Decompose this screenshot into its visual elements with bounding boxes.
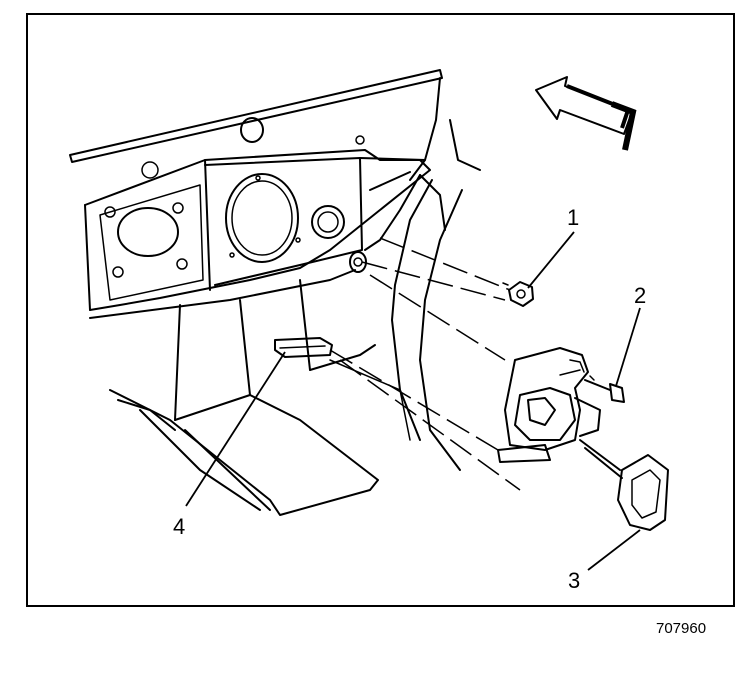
- callout-4: 4: [173, 514, 185, 539]
- side-structure: [391, 119, 481, 471]
- callout-3: 3: [568, 568, 580, 593]
- accelerator-pedal-assembly: [497, 347, 669, 531]
- floor-pan: [89, 269, 411, 516]
- dash-panel: [69, 69, 443, 311]
- callout-leaders: [185, 231, 641, 571]
- nut-icon: [502, 281, 534, 307]
- callout-2: 2: [634, 283, 646, 308]
- diagram-frame: [26, 13, 735, 607]
- bolt-icon: [584, 375, 625, 403]
- callout-1: 1: [567, 205, 579, 230]
- direction-arrow-icon: [535, 76, 637, 151]
- alignment-lines: [329, 237, 521, 491]
- figure-number: 707960: [656, 620, 706, 637]
- pedal-bracket: [274, 337, 333, 358]
